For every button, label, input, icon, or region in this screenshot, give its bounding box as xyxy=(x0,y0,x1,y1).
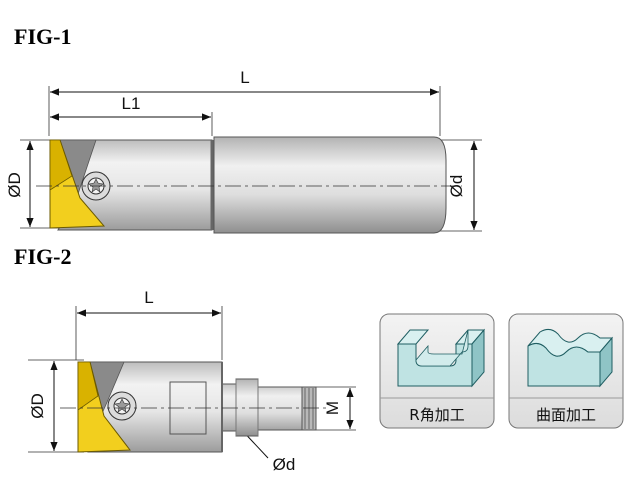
dimension-label-L1: L1 xyxy=(122,94,141,113)
figure1-title: FIG-1 xyxy=(14,24,72,49)
application-label: R角加工 xyxy=(409,406,464,424)
torx-star-icon xyxy=(114,398,130,413)
application-panel-r-corner: R角加工 xyxy=(379,313,495,429)
workpiece-top xyxy=(396,329,430,345)
thread-lines xyxy=(304,388,314,429)
dimension-label-D: ØD xyxy=(5,172,24,198)
workpiece-side xyxy=(599,336,613,388)
dimension-label-d: Ød xyxy=(273,455,296,474)
workpiece-slot-floor xyxy=(415,329,469,367)
torx-star-icon xyxy=(88,178,104,193)
figure1-drawing: L L1 ØD Ød xyxy=(5,68,482,234)
application-label: 曲面加工 xyxy=(536,406,596,424)
dimension-label-L: L xyxy=(144,288,153,307)
threaded-shank xyxy=(221,378,303,437)
workpiece-side xyxy=(471,328,485,388)
tool-shank xyxy=(213,136,447,234)
figure2-title: FIG-2 xyxy=(14,244,72,269)
dimension-label-D: ØD xyxy=(28,393,47,419)
insert-face xyxy=(49,139,73,191)
dimension-label-L: L xyxy=(240,68,249,87)
insert-face xyxy=(77,361,99,411)
application-panel-curved: 曲面加工 xyxy=(508,313,624,429)
dimension-label-M: M xyxy=(323,401,342,415)
figure2-drawing: L ØD M Ød xyxy=(28,288,356,474)
